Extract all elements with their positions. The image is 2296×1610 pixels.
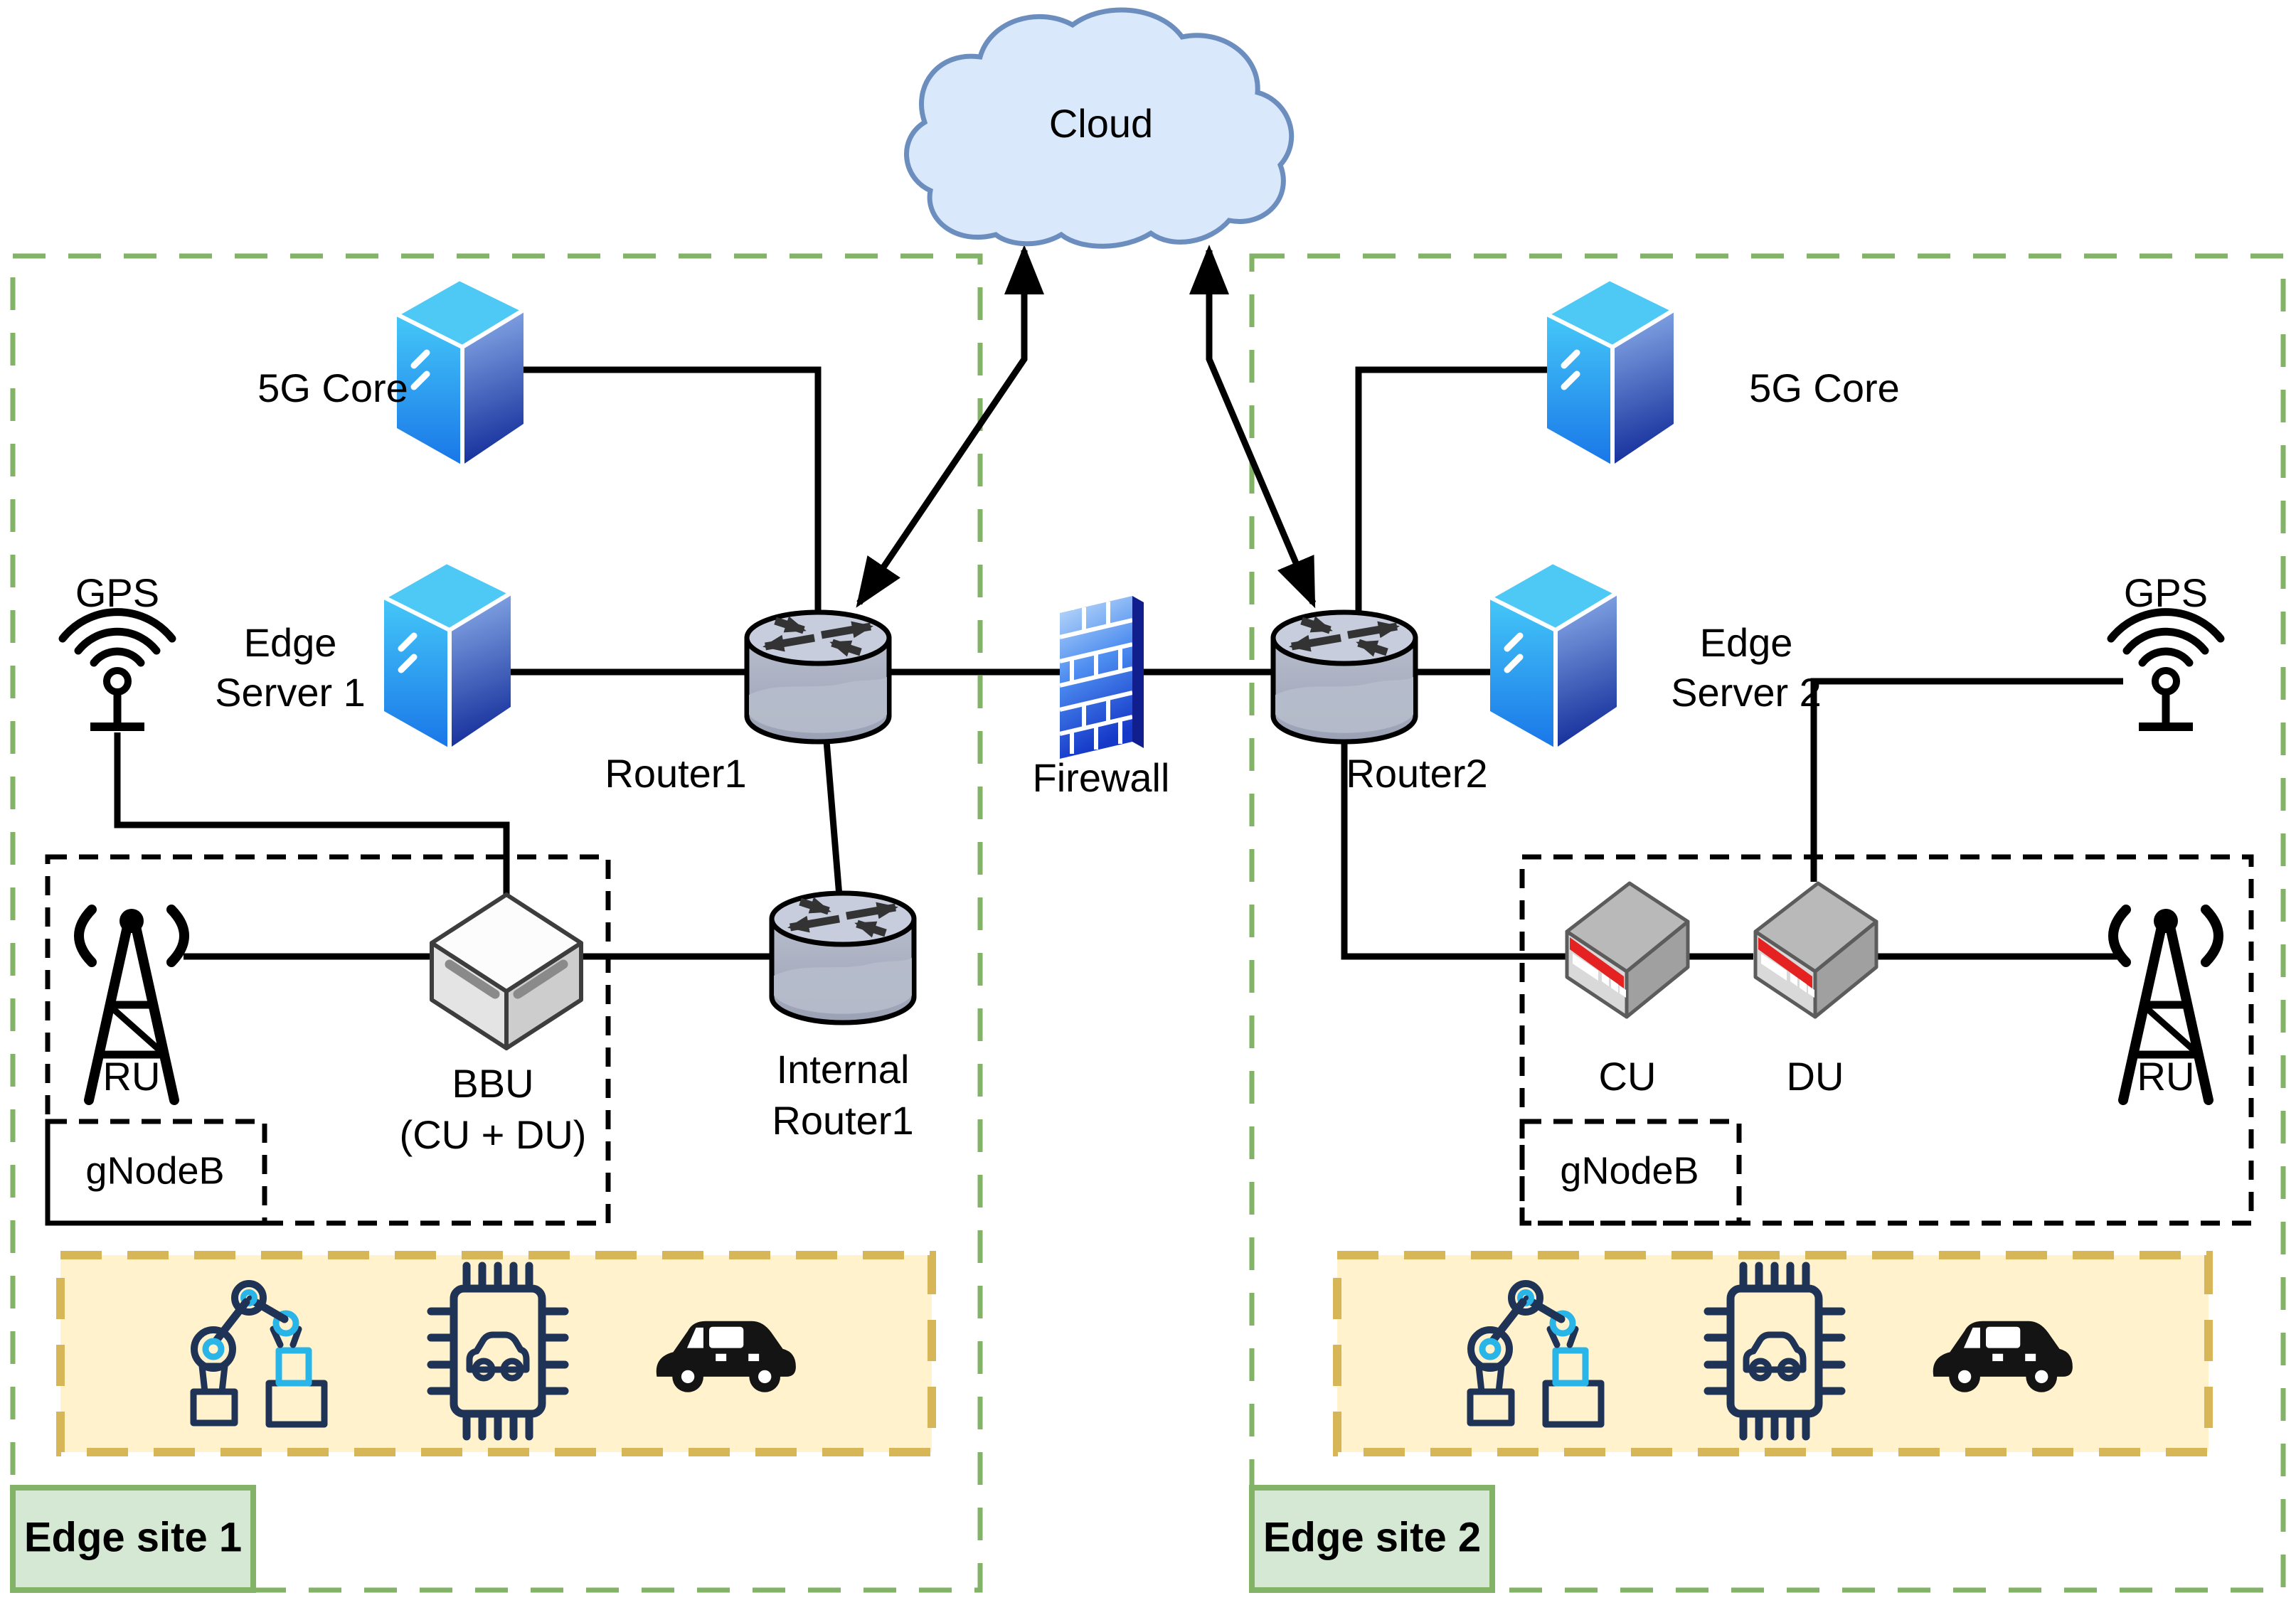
site2-du: DU: [1755, 883, 1876, 1099]
site2-5g-core-label: 5G Core: [1749, 366, 1900, 410]
bbu-label-line1: BBU: [452, 1061, 533, 1106]
site1-5g-core-label: 5G Core: [257, 366, 408, 410]
router1-label: Router1: [605, 751, 746, 796]
cloud-arrows: [856, 245, 1317, 609]
gps-antenna-icon: [63, 612, 172, 727]
site1-label-box: Edge site 1: [10, 1485, 256, 1593]
router-cylinder-icon: [747, 612, 889, 742]
firewall-label: Firewall: [1033, 755, 1170, 800]
site2-gnodeb-label: gNodeB: [1560, 1149, 1699, 1192]
edge-site-1-boundary: [10, 253, 983, 1593]
site1-gnodeb-label-box: [45, 1119, 267, 1226]
internal-router1: Internal Router1: [772, 893, 914, 1143]
site2-gnodeb-label-box: [1519, 1119, 1742, 1226]
router2: Router2: [1273, 612, 1488, 796]
site2-edge-server-label-line2: Server 2: [1671, 670, 1822, 715]
site1-ru: RU: [79, 909, 184, 1100]
du-label: DU: [1787, 1054, 1844, 1099]
link-router1-internalrouter1: [823, 740, 843, 897]
site1-ru-label: RU: [103, 1054, 161, 1099]
site1-gps-label: GPS: [75, 570, 159, 615]
site1-edge-server-label-line1: Edge: [244, 620, 337, 665]
cloud: Cloud: [904, 7, 1295, 249]
site1-edge-server-label-line2: Server 1: [215, 670, 366, 715]
arrow-router1-cloud: [856, 245, 1044, 608]
network-appliance-icon: [1567, 883, 1688, 1017]
router2-label: Router2: [1346, 751, 1487, 796]
cloud-icon: [904, 7, 1295, 249]
site2-label-box: Edge site 2: [1249, 1485, 1495, 1593]
link-router2-cu: [1341, 741, 1568, 960]
link-gps1-bbu: [114, 732, 510, 897]
connections: [114, 366, 2123, 960]
arrow-router2-cloud: [1189, 245, 1317, 609]
site2-edge-server: Edge Server 2: [1490, 562, 1822, 748]
bbu-label-line2: (CU + DU): [400, 1112, 587, 1157]
edge-site-2-boundary: [1249, 253, 2286, 1593]
site1-5g-core: 5G Core: [257, 279, 523, 465]
site2-gnodeb-box: [1519, 854, 2254, 1226]
link-core1-router1: [523, 366, 822, 633]
server-tower-icon: [397, 279, 523, 465]
bbu-box-icon: [430, 892, 583, 1050]
site1-bbu: BBU (CU + DU): [400, 892, 587, 1157]
firewall-side: [1132, 596, 1144, 748]
router-cylinder-icon: [1273, 612, 1415, 742]
cu-label: CU: [1599, 1054, 1657, 1099]
server-tower-icon: [1547, 279, 1674, 465]
network-appliance-icon: [1755, 883, 1876, 1017]
link-du-gps2: [1810, 678, 2123, 882]
router1: Router1: [605, 612, 889, 796]
site1-gnodeb-label: gNodeB: [85, 1149, 224, 1192]
firewall: Firewall: [1033, 596, 1170, 800]
site1-gnodeb-box: [45, 854, 611, 1226]
site1-gps: GPS: [63, 570, 172, 727]
site2-ru-label: RU: [2137, 1054, 2195, 1099]
site2-edge-server-label-line1: Edge: [1700, 620, 1793, 665]
firewall-bricks: [1060, 596, 1132, 754]
link-core2-router2: [1355, 366, 1551, 633]
site2-ru: RU: [2113, 909, 2218, 1100]
site2-cu: CU: [1567, 883, 1688, 1099]
site2-gps-label: GPS: [2124, 570, 2208, 615]
site2-label: Edge site 2: [1263, 1514, 1481, 1560]
site1-edge-server: Edge Server 1: [215, 562, 511, 748]
site2-5g-core: 5G Core: [1547, 279, 1900, 465]
site1-label: Edge site 1: [24, 1514, 242, 1560]
cloud-label: Cloud: [1049, 101, 1153, 146]
internal-router1-label-line2: Router1: [772, 1098, 913, 1143]
site2-gps: GPS: [2111, 570, 2221, 727]
server-tower-icon: [1490, 562, 1617, 748]
internal-router1-label-line1: Internal: [777, 1047, 910, 1092]
router-cylinder-icon: [772, 893, 914, 1023]
gps-antenna-icon: [2111, 612, 2221, 727]
server-tower-icon: [384, 562, 511, 748]
